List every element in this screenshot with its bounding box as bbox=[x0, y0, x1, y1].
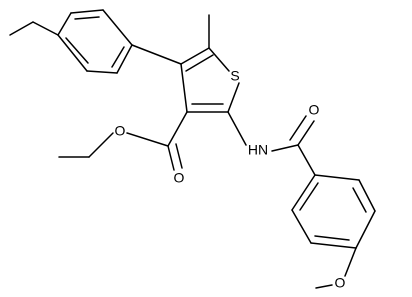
bond-thiophene-s-c2 bbox=[227, 82, 240, 113]
bond-phenyl-1 bbox=[57, 12, 72, 36]
bond-lower-phenyl-3 bbox=[355, 210, 376, 249]
bond-thiophene-c5-s bbox=[208, 47, 230, 72]
bond-c2-nh bbox=[227, 111, 247, 146]
bond-phenyl-inner-1 bbox=[74, 16, 100, 20]
bond-ethyl-ch2-aryl bbox=[32, 21, 59, 36]
bond-ester-co-double-a bbox=[167, 145, 175, 171]
bond-carbonyl-aryl bbox=[297, 144, 316, 176]
bond-lower-phenyl-inner-3 bbox=[299, 182, 319, 211]
bond-lower-phenyl-inner-1 bbox=[352, 187, 367, 213]
bond-phenyl-5 bbox=[86, 70, 118, 74]
bond-phenyl-thiophene bbox=[131, 44, 182, 65]
bond-lower-phenyl-4 bbox=[310, 242, 357, 249]
bond-phenyl-2 bbox=[70, 9, 104, 14]
bond-lower-phenyl-inner-2 bbox=[314, 235, 350, 241]
bond-lower-phenyl-2 bbox=[358, 179, 376, 212]
bond-ester-co-double-b bbox=[175, 143, 183, 169]
bond-nh-carbonyl bbox=[271, 144, 299, 152]
bond-phenyl-inner-2 bbox=[111, 46, 125, 68]
sulfur-atom-label: S bbox=[230, 68, 239, 84]
bond-phenyl-4 bbox=[116, 44, 133, 74]
bond-ethyl-ch3-ch2 bbox=[9, 21, 34, 36]
ester-ether-oxygen-label: O bbox=[115, 123, 126, 139]
bond-thiophene-c3-c4 bbox=[180, 63, 188, 113]
bond-phenyl-6 bbox=[57, 34, 88, 72]
bond-amide-co-double-a bbox=[297, 120, 315, 146]
bond-amide-co-double-b bbox=[289, 115, 307, 141]
bond-methoxy-o-ch3 bbox=[315, 284, 333, 289]
bond-ester-c-o bbox=[126, 132, 169, 147]
bond-phenyl-3 bbox=[102, 9, 133, 46]
ester-carbonyl-oxygen-label: O bbox=[174, 170, 185, 186]
bond-ester-o-ch2 bbox=[88, 132, 114, 158]
bond-aryl-methoxy-o bbox=[344, 247, 357, 277]
bond-thiophene-c4-c5-inner bbox=[185, 54, 214, 72]
amide-oxygen-label: O bbox=[309, 102, 320, 118]
bond-c3-carbonyl bbox=[167, 111, 188, 147]
bond-lower-phenyl-1 bbox=[314, 174, 360, 181]
methoxy-oxygen-label: O bbox=[335, 275, 346, 291]
amide-nh-label: HN bbox=[248, 142, 268, 158]
bond-lower-phenyl-5 bbox=[291, 209, 312, 244]
bond-phenyl-inner-3 bbox=[65, 37, 89, 64]
bond-lower-phenyl-6 bbox=[291, 174, 316, 211]
bond-thiophene-c4-c5 bbox=[180, 47, 210, 65]
